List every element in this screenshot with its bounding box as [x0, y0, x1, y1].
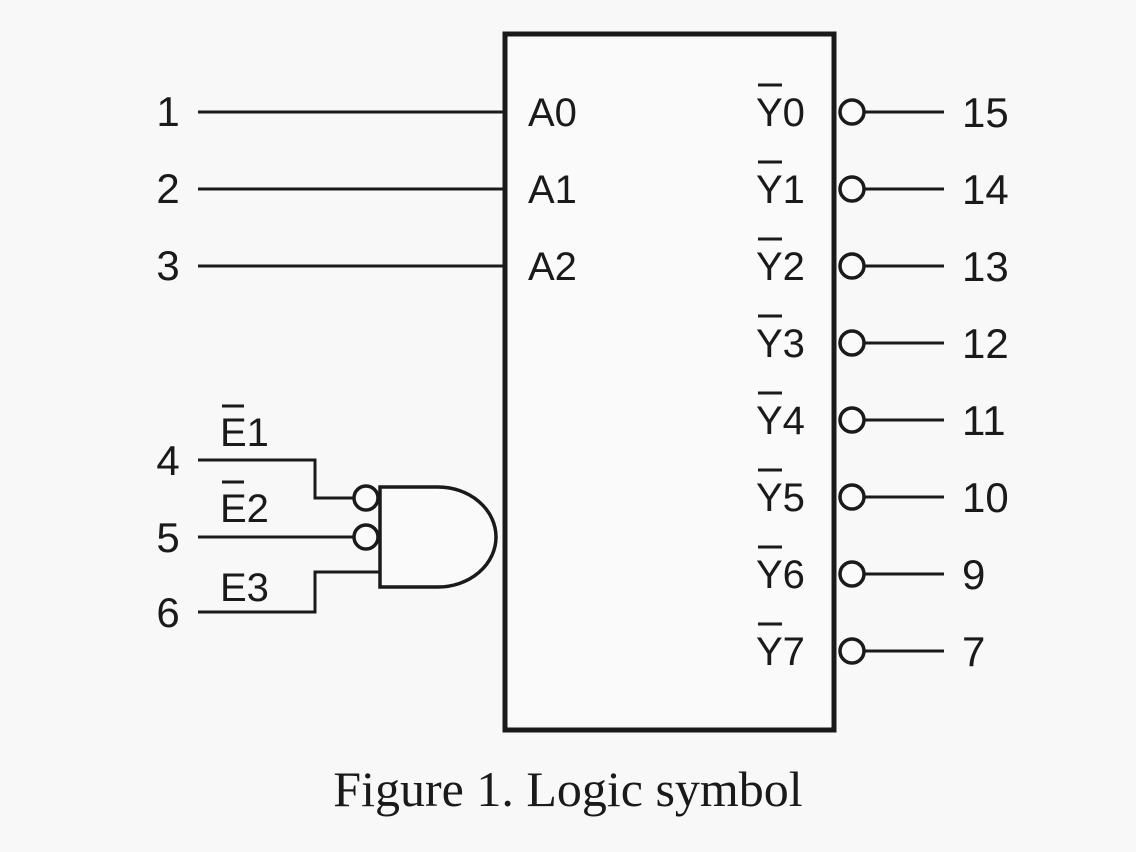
- and-gate: [378, 485, 498, 589]
- inverter-bubble-y7: [838, 637, 866, 665]
- pin-number-y2: 13: [962, 243, 1009, 290]
- pin-number-y5: 10: [962, 474, 1009, 521]
- pin-number-y7: 7: [962, 628, 985, 675]
- pin-number-y6: 9: [962, 551, 985, 598]
- pin-number-e1: 4: [156, 437, 179, 484]
- pin-number-a0: 1: [156, 88, 179, 135]
- inverter-bubble-e2: [352, 523, 380, 551]
- inverter-bubble-y2: [838, 252, 866, 280]
- pin-number-y1: 14: [962, 166, 1009, 213]
- decoder-ic-body: [502, 31, 837, 733]
- inverter-bubble-e1: [352, 484, 380, 512]
- signal-label-y4: Y4: [756, 399, 805, 443]
- pin-number-a1: 2: [156, 165, 179, 212]
- inverter-bubble-y1: [838, 175, 866, 203]
- signal-label-a2: A2: [528, 245, 577, 289]
- pin-number-e2: 5: [156, 514, 179, 561]
- signal-label-y6: Y6: [756, 553, 805, 597]
- signal-label-e3: E3: [220, 566, 269, 610]
- inverter-bubble-y0: [838, 98, 866, 126]
- signal-label-a0: A0: [528, 91, 577, 135]
- inverter-bubble-y3: [838, 329, 866, 357]
- signal-label-a1: A1: [528, 168, 577, 212]
- inverter-bubble-y5: [838, 483, 866, 511]
- inverter-bubble-y6: [838, 560, 866, 588]
- pin-number-y0: 15: [962, 89, 1009, 136]
- figure-caption: Figure 1. Logic symbol: [333, 761, 803, 817]
- signal-label-y2: Y2: [756, 245, 805, 289]
- signal-label-y7: Y7: [756, 630, 805, 674]
- signal-label-y5: Y5: [756, 476, 805, 520]
- pin-number-e3: 6: [156, 589, 179, 636]
- pin-number-y3: 12: [962, 320, 1009, 367]
- inverter-bubble-y4: [838, 406, 866, 434]
- signal-label-e2: E2: [220, 487, 269, 531]
- signal-label-y1: Y1: [756, 168, 805, 212]
- signal-label-e1: E1: [220, 411, 269, 455]
- signal-label-y0: Y0: [756, 91, 805, 135]
- pin-number-y4: 11: [962, 397, 1006, 444]
- pin-number-a2: 3: [156, 242, 179, 289]
- wire-e3: [198, 570, 380, 614]
- wire-e1: [198, 458, 353, 500]
- signal-label-y3: Y3: [756, 322, 805, 366]
